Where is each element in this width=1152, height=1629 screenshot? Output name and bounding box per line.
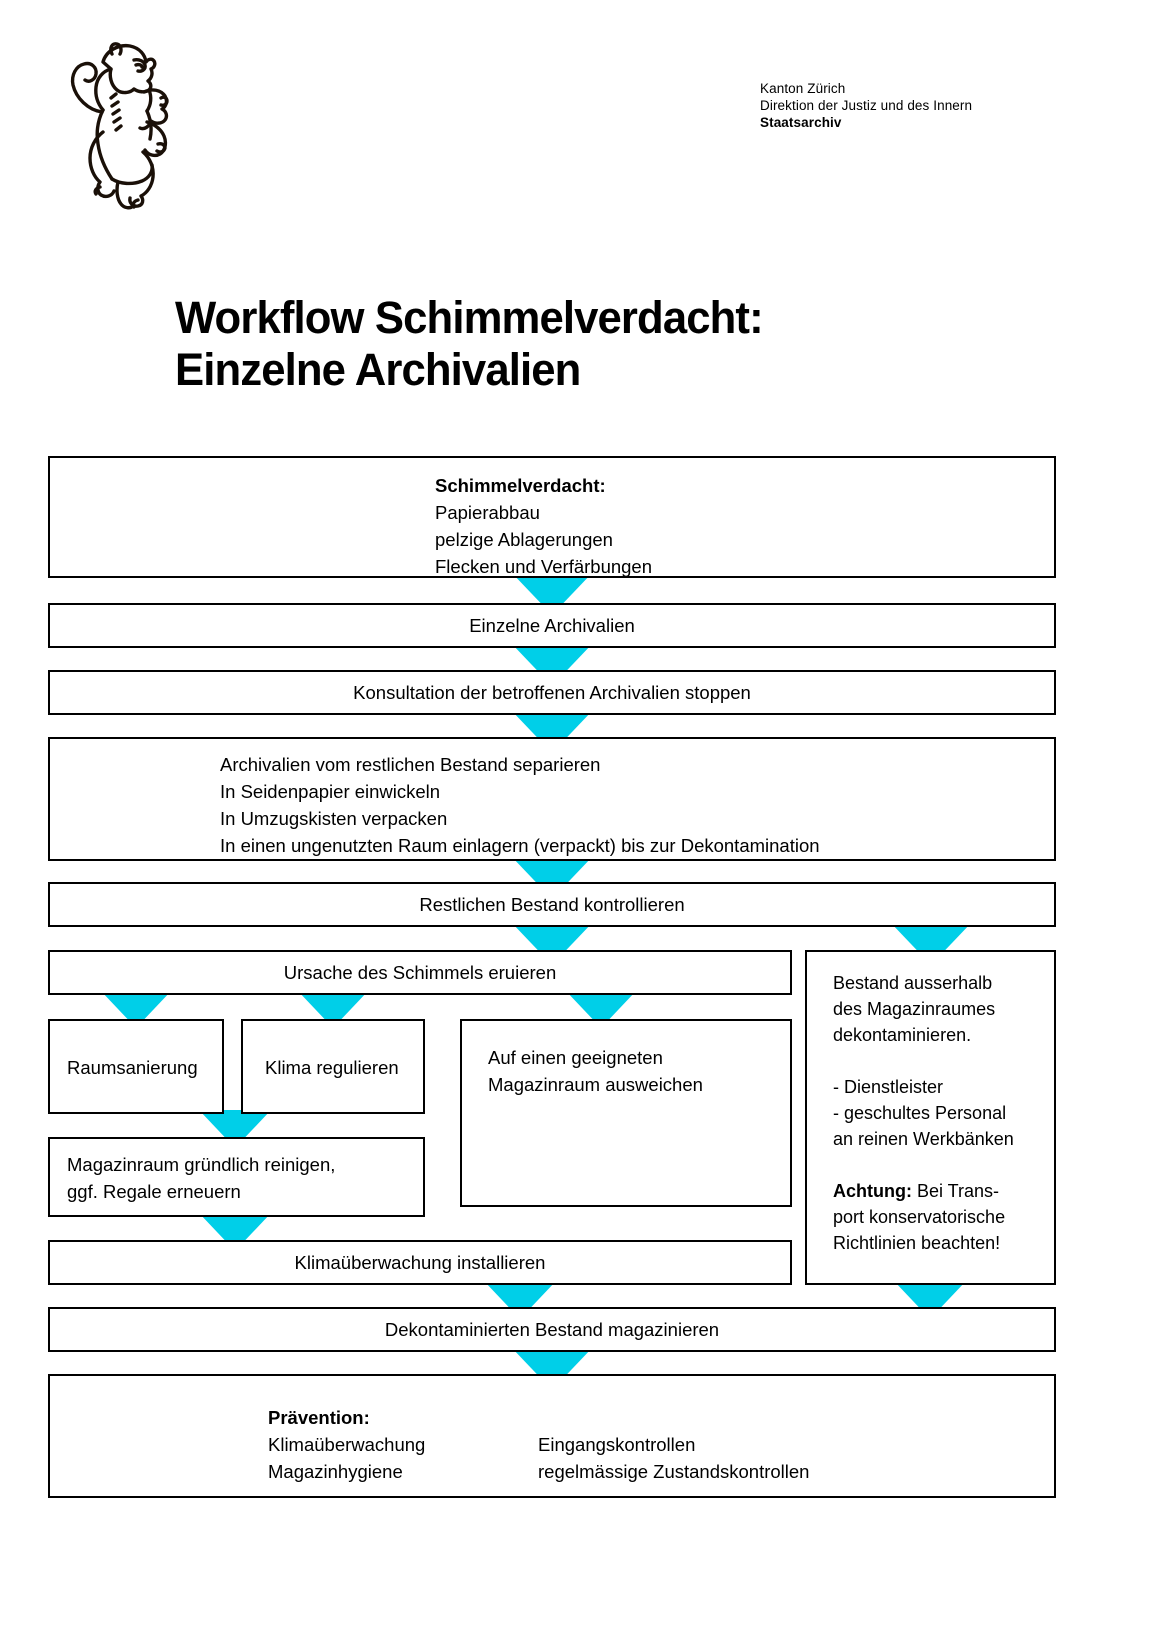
dekontaminieren-bullet-3: an reinen Werkbänken — [833, 1129, 1014, 1149]
achtung-text-1: Bei Trans- — [911, 1181, 1000, 1201]
dekontaminieren-line-2: des Magazinraumes — [833, 999, 996, 1019]
achtung-text-3: Richtlinien beachten! — [833, 1233, 1001, 1253]
praevention-columns: Klimaüberwachung Magazinhygiene Eingangs… — [268, 1431, 1054, 1485]
page-title: Workflow Schimmelverdacht: Einzelne Arch… — [175, 292, 951, 396]
raumsanierung-label: Raumsanierung — [67, 1057, 198, 1078]
page-title-line1: Workflow Schimmelverdacht: — [175, 292, 764, 343]
org-canton: Kanton Zürich — [760, 81, 846, 96]
node-bestand-magazinieren: Dekontaminierten Bestand magazinieren — [48, 1307, 1056, 1352]
org-department: Direktion der Justiz und des Innern — [760, 98, 973, 113]
magazinraum-ausweichen-line-1: Auf einen geeigneten — [488, 1047, 663, 1068]
node-magazinraum-ausweichen: Auf einen geeigneten Magazinraum ausweic… — [460, 1019, 792, 1207]
ursache-eruieren-label: Ursache des Schimmels eruieren — [283, 962, 557, 983]
node-raumsanierung: Raumsanierung — [48, 1019, 224, 1114]
achtung-text-2: port konservatorische — [833, 1207, 1006, 1227]
org-archive: Staatsarchiv — [760, 115, 842, 130]
node-konsultation-stoppen: Konsultation der betroffenen Archivalien… — [48, 670, 1056, 715]
praevention-heading: Prävention: — [268, 1407, 370, 1428]
spacer — [833, 1048, 1044, 1074]
node-klima-regulieren: Klima regulieren — [241, 1019, 425, 1114]
page-title-line2: Einzelne Archivalien — [175, 344, 581, 395]
dekontaminieren-bullet-2: - geschultes Personal — [833, 1103, 1007, 1123]
organisation-header: Kanton Zürich Direktion der Justiz und d… — [760, 80, 972, 131]
schimmelverdacht-heading: Schimmelverdacht: — [435, 475, 606, 496]
einzelne-archivalien-label: Einzelne Archivalien — [469, 615, 635, 636]
node-bestand-dekontaminieren: Bestand ausserhalb des Magazinraumes dek… — [805, 950, 1056, 1285]
node-schimmelverdacht: Schimmelverdacht: Papierabbau pelzige Ab… — [48, 456, 1056, 578]
node-separieren-verpacken: Archivalien vom restlichen Bestand separ… — [48, 737, 1056, 861]
konsultation-stoppen-label: Konsultation der betroffenen Archivalien… — [353, 682, 751, 703]
schimmelverdacht-item-1: Papierabbau — [435, 502, 540, 523]
schimmelverdacht-item-3: Flecken und Verfärbungen — [435, 556, 653, 577]
praevention-column-1: Klimaüberwachung Magazinhygiene — [268, 1431, 538, 1485]
magazinraum-ausweichen-line-2: Magazinraum ausweichen — [488, 1074, 703, 1095]
praevention-col1-item-1: Klimaüberwachung — [268, 1434, 426, 1455]
node-klimaueberwachung-installieren: Klimaüberwachung installieren — [48, 1240, 792, 1285]
dekontaminieren-line-3: dekontaminieren. — [833, 1025, 972, 1045]
dekontaminieren-note-row: Achtung: Bei Trans- — [833, 1178, 1044, 1204]
praevention-col2-item-1: Eingangskontrollen — [538, 1434, 696, 1455]
klima-regulieren-label: Klima regulieren — [265, 1057, 399, 1078]
separieren-line-1: Archivalien vom restlichen Bestand separ… — [220, 754, 601, 775]
separieren-line-4: In einen ungenutzten Raum einlagern (ver… — [220, 835, 820, 856]
achtung-label: Achtung: — [833, 1181, 912, 1201]
node-praevention: Prävention: Klimaüberwachung Magazinhygi… — [48, 1374, 1056, 1498]
spacer — [833, 1152, 1044, 1178]
magazinraum-reinigen-line-2: ggf. Regale erneuern — [67, 1181, 241, 1202]
praevention-col2-item-2: regelmässige Zustandskontrollen — [538, 1461, 810, 1482]
restlichen-bestand-label: Restlichen Bestand kontrollieren — [419, 894, 685, 915]
separieren-line-3: In Umzugskisten verpacken — [220, 808, 448, 829]
dekontaminieren-line-1: Bestand ausserhalb — [833, 973, 993, 993]
node-ursache-eruieren: Ursache des Schimmels eruieren — [48, 950, 792, 995]
bestand-magazinieren-label: Dekontaminierten Bestand magazinieren — [384, 1319, 720, 1340]
schimmelverdacht-item-2: pelzige Ablagerungen — [435, 529, 613, 550]
node-restlichen-bestand-kontrollieren: Restlichen Bestand kontrollieren — [48, 882, 1056, 927]
klimaueberwachung-installieren-label: Klimaüberwachung installieren — [294, 1252, 546, 1273]
zurich-lion-logo — [48, 32, 178, 212]
dekontaminieren-bullet-1: - Dienstleister — [833, 1077, 944, 1097]
node-magazinraum-reinigen: Magazinraum gründlich reinigen, ggf. Reg… — [48, 1137, 425, 1217]
praevention-column-2: Eingangskontrollen regelmässige Zustands… — [538, 1431, 809, 1485]
praevention-col1-item-2: Magazinhygiene — [268, 1461, 403, 1482]
node-einzelne-archivalien: Einzelne Archivalien — [48, 603, 1056, 648]
magazinraum-reinigen-line-1: Magazinraum gründlich reinigen, — [67, 1154, 336, 1175]
separieren-line-2: In Seidenpapier einwickeln — [220, 781, 441, 802]
